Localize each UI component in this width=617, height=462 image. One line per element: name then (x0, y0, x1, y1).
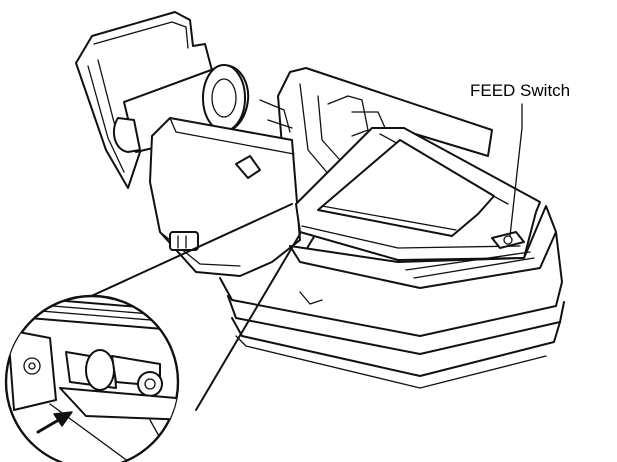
feed-switch[interactable] (491, 231, 525, 249)
callout-wedge (73, 203, 301, 411)
feed-switch-label: FEED Switch (470, 81, 570, 100)
feed-switch-callout: FEED Switch (470, 81, 570, 237)
arrow-icon (36, 411, 73, 434)
zoom-detail (4, 294, 180, 462)
printer-body (149, 67, 565, 389)
